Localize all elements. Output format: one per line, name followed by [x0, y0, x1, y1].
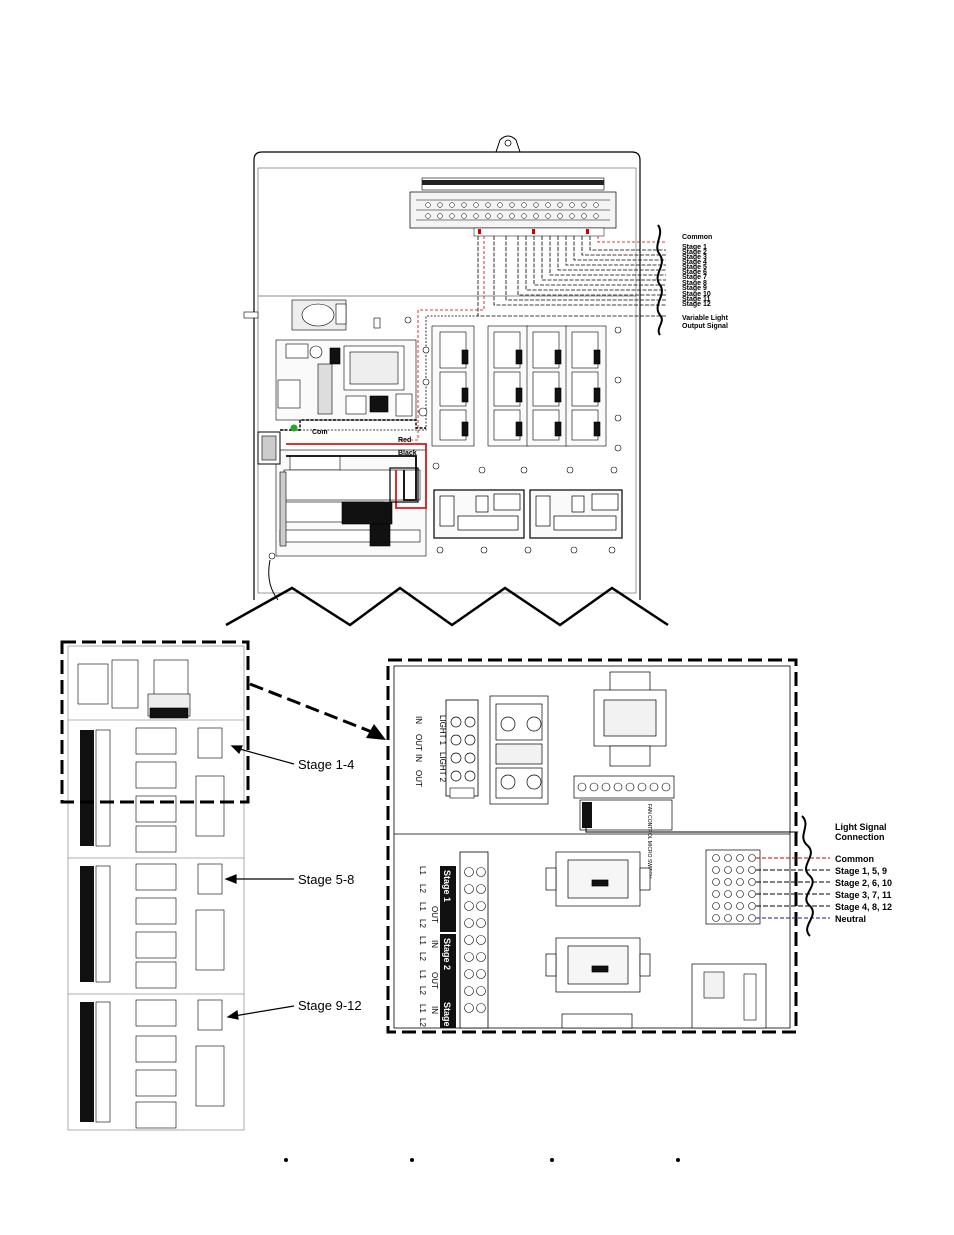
label-stage-11: Stage 11: [682, 296, 711, 303]
light-signal-label-1: Light Signal: [835, 822, 887, 832]
label-stage-6: Stage 6: [682, 269, 707, 276]
mounting-screws: [422, 326, 622, 554]
stage-group-1: [80, 727, 225, 853]
line-l2-e: L2: [418, 1018, 427, 1027]
label-variable-light: Variable Light: [682, 315, 729, 322]
line-l1-a: L1: [418, 866, 427, 875]
stage-labels: Common Stage 1 Stage 2 Stage 3 Stage 4 S…: [682, 234, 729, 330]
callout-stage-5-8: Stage 5-8: [298, 872, 354, 887]
wire-label-com: Com: [312, 429, 328, 436]
stage-group-3: [80, 999, 225, 1129]
label-stage-2: Stage 2: [682, 249, 707, 256]
stage-signal-wires: [280, 236, 666, 441]
zoom-label-light-2: LIGHT 2: [438, 752, 447, 783]
signal-row-stage-3-7-11: Stage 3, 7, 11: [835, 890, 892, 900]
signal-row-common: Common: [835, 854, 874, 864]
label-stage-5: Stage 5: [682, 264, 707, 271]
zoom-highlight-box: [60, 640, 250, 804]
line-l1-d: L1: [418, 970, 427, 979]
label-stage-7: Stage 7: [682, 274, 707, 281]
label-common: Common: [682, 234, 712, 241]
line-l2-d: L2: [418, 986, 427, 995]
contactors: [545, 851, 651, 1029]
fan-switch-block: FAN CONTROL MICRO SWITCH: [573, 775, 798, 879]
callout-arrows: [224, 745, 295, 1020]
light-terminal-block: LIGHT 1 LIGHT 2 IN OUT IN OUT: [414, 699, 479, 799]
line-l1-c: L1: [418, 936, 427, 945]
callout-stage-1-4: Stage 1-4: [298, 757, 354, 772]
stage-tag-2: Stage 2: [442, 938, 452, 970]
stage-tag-1: Stage 1: [442, 870, 452, 902]
io-in-1: IN: [430, 940, 439, 948]
zoom-label-in-2: IN: [414, 754, 423, 762]
stage-group-2: [80, 863, 225, 989]
zoom-label-out-2: OUT: [414, 770, 423, 787]
io-in-2: IN: [430, 1006, 439, 1014]
zoom-label-light-1: LIGHT 1: [438, 715, 447, 746]
power-wires: [280, 419, 427, 509]
label-stage-12: Stage 12: [682, 301, 711, 308]
signal-row-stage-1-5-9: Stage 1, 5, 9: [835, 866, 887, 876]
label-output-signal: Output Signal: [682, 323, 728, 330]
relay-bank: [431, 325, 607, 447]
label-stage-3: Stage 3: [682, 254, 707, 261]
label-stage-9: Stage 9: [682, 285, 707, 292]
wire-label-red: Red: [398, 437, 411, 444]
fan-switch-label: FAN CONTROL MICRO SWITCH: [646, 804, 652, 879]
label-stage-4: Stage 4: [682, 259, 707, 266]
label-stage-8: Stage 8: [682, 280, 707, 287]
dimmer-module: [489, 695, 549, 805]
line-l2-a: L2: [418, 884, 427, 893]
wire-label-black: Black: [398, 450, 417, 457]
footer-bullets: [284, 1158, 680, 1162]
expansion-modules: [433, 489, 623, 539]
zoom-label-out-1: OUT: [414, 734, 423, 751]
callout-stage-9-12: Stage 9-12: [298, 998, 362, 1013]
line-l1-b: L1: [418, 902, 427, 911]
io-out-2: OUT: [430, 972, 439, 989]
stage-board-panel: Stage 1-4 Stage 5-8 Stage 9-12: [60, 640, 386, 1131]
controller-enclosure: Common Stage 1 Stage 2 Stage 3 Stage 4 S…: [225, 135, 729, 627]
controller-board: [243, 299, 428, 601]
transformer: [593, 671, 667, 767]
line-l2-c: L2: [418, 952, 427, 961]
light-signal-terminal: [691, 849, 767, 1029]
zoom-panel: LIGHT 1 LIGHT 2 IN OUT IN OUT: [386, 658, 892, 1034]
signal-row-stage-2-6-10: Stage 2, 6, 10: [835, 878, 892, 888]
label-stage-10: Stage 10: [682, 291, 711, 298]
top-terminal-strip: [409, 177, 617, 237]
stage-terminal-strip: Stage 1 Stage 2 Stage L1 L2 L1 L2 L1 L2 …: [418, 851, 489, 1029]
line-l1-e: L1: [418, 1004, 427, 1013]
light-signal-label-2: Connection: [835, 832, 885, 842]
line-l2-b: L2: [418, 919, 427, 928]
label-stage-1: Stage 1: [682, 244, 707, 251]
io-out-1: OUT: [430, 906, 439, 923]
signal-wires: [756, 857, 830, 919]
zoom-arrow: [249, 682, 386, 740]
zoom-label-in-1: IN: [414, 716, 423, 724]
signal-row-neutral: Neutral: [835, 914, 866, 924]
signal-row-stage-4-8-12: Stage 4, 8, 12: [835, 902, 892, 912]
stage-tag-3: Stage: [442, 1002, 452, 1027]
